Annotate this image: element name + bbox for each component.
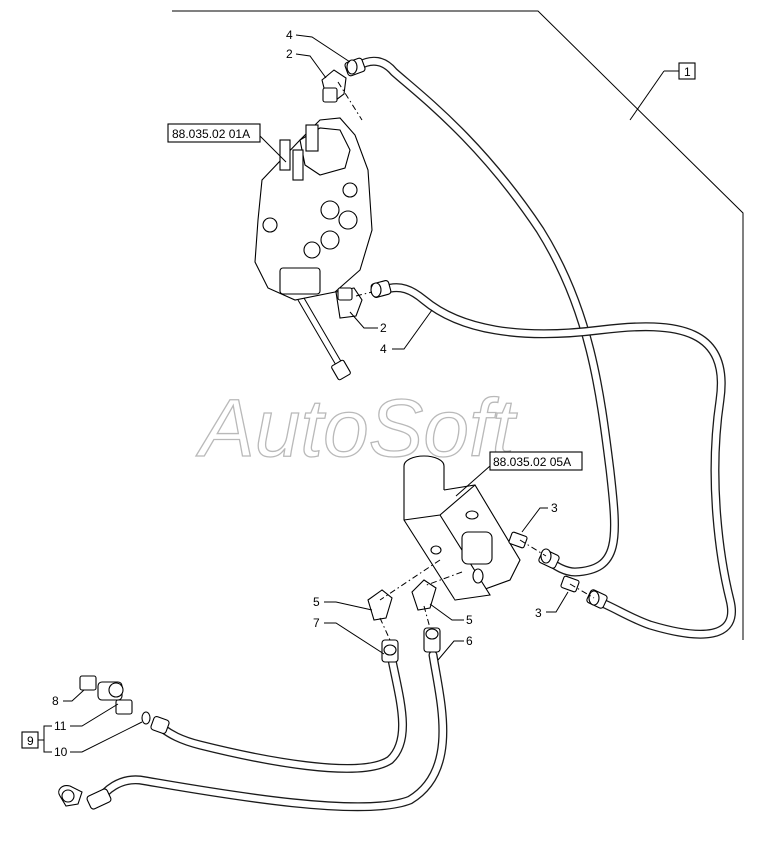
- svg-text:88.035.02 05A: 88.035.02 05A: [493, 455, 571, 469]
- control-valve-top: [254, 117, 373, 381]
- svg-text:3: 3: [551, 501, 558, 515]
- callout-2-top: 2: [286, 47, 327, 79]
- svg-text:88.035.02 01A: 88.035.02 01A: [172, 127, 250, 141]
- valve-block-mid: [403, 455, 521, 601]
- svg-text:2: 2: [380, 321, 387, 335]
- callout-8: 8: [52, 689, 85, 708]
- svg-text:4: 4: [380, 342, 387, 356]
- elbow-fitting-top: [321, 69, 347, 103]
- callout-4-mid: 4: [380, 309, 433, 356]
- adapters: [367, 531, 580, 621]
- svg-text:11: 11: [54, 719, 67, 733]
- callout-3-a: 3: [521, 501, 558, 533]
- svg-text:6: 6: [466, 634, 473, 648]
- watermark: AutoSoft: [195, 383, 518, 474]
- callout-5-b: 5: [429, 603, 473, 627]
- tee-fitting-assembly: [79, 675, 151, 725]
- svg-text:3: 3: [535, 606, 542, 620]
- assembly-boundary-line: [172, 10, 744, 640]
- svg-text:5: 5: [313, 595, 320, 609]
- callout-2-mid: 2: [349, 311, 387, 335]
- callout-4-top: 4: [286, 28, 351, 63]
- callout-11: 11: [54, 703, 119, 733]
- callout-7: 7: [313, 616, 385, 655]
- svg-text:10: 10: [54, 745, 68, 759]
- elbow-fitting-mid: [335, 287, 363, 319]
- hose-6: [93, 650, 448, 812]
- hose-top-long: [353, 56, 619, 577]
- callout-10: 10: [54, 721, 143, 759]
- svg-text:9: 9: [27, 734, 34, 748]
- reference-valve-mid[interactable]: 88.035.02 05A: [455, 451, 583, 497]
- callout-6: 6: [437, 634, 473, 661]
- reference-valve-top[interactable]: 88.035.02 01A: [167, 123, 287, 163]
- svg-text:4: 4: [286, 28, 293, 42]
- callout-5-a: 5: [313, 595, 373, 611]
- callout-9-bracket: 9: [21, 725, 52, 753]
- callout-3-b: 3: [535, 591, 569, 620]
- assembly-lines: [337, 81, 595, 641]
- svg-text:1: 1: [684, 65, 691, 79]
- svg-text:2: 2: [286, 47, 293, 61]
- hose-mid-long: [379, 283, 736, 639]
- svg-text:5: 5: [466, 613, 473, 627]
- callout-1: 1: [629, 62, 696, 121]
- svg-text:7: 7: [313, 616, 320, 630]
- svg-text:8: 8: [52, 694, 59, 708]
- hose-7: [157, 655, 407, 773]
